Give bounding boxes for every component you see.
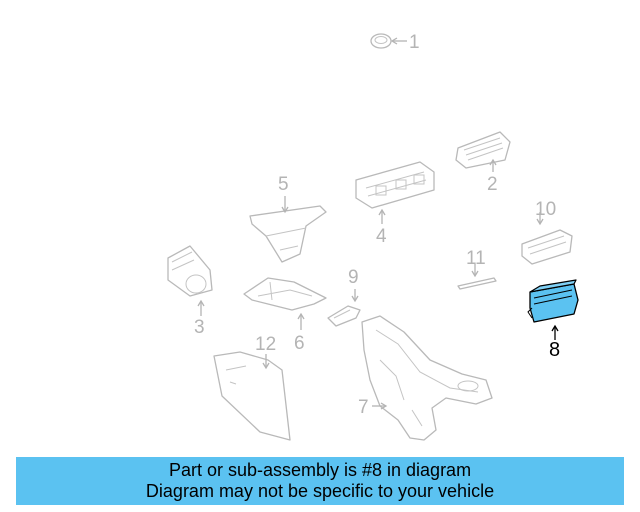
callout-3: 3: [194, 317, 205, 338]
banner-line-1: Part or sub-assembly is #8 in diagram: [168, 460, 472, 480]
callout-4: 4: [376, 226, 387, 247]
part-1[interactable]: 1: [370, 32, 420, 53]
callout-11: 11: [466, 248, 486, 269]
part-10[interactable]: 10: [521, 199, 573, 265]
part-4[interactable]: 4: [355, 161, 435, 247]
part-7[interactable]: 7: [358, 315, 493, 441]
part-8[interactable]: 8: [527, 279, 579, 361]
part-3[interactable]: 3: [167, 245, 213, 338]
callout-5: 5: [278, 174, 289, 195]
callout-7: 7: [358, 397, 369, 418]
callout-6: 6: [294, 333, 305, 354]
part-9[interactable]: 9: [327, 267, 361, 327]
callout-2: 2: [487, 174, 498, 195]
info-banner: Part or sub-assembly is #8 in diagram Di…: [16, 457, 624, 505]
part-12[interactable]: 12: [213, 334, 291, 441]
part-2[interactable]: 2: [455, 131, 511, 195]
callout-8: 8: [549, 339, 560, 361]
part-5[interactable]: 5: [249, 174, 327, 263]
callout-9: 9: [348, 267, 359, 288]
parts-diagram: 1 2 3 4 5: [167, 32, 579, 441]
part-6[interactable]: 6: [243, 277, 327, 354]
callout-1: 1: [409, 32, 420, 53]
banner-line-2: Diagram may not be specific to your vehi…: [145, 481, 495, 501]
callout-12: 12: [255, 334, 276, 355]
callout-10: 10: [535, 199, 556, 220]
part-11[interactable]: 11: [457, 248, 497, 290]
